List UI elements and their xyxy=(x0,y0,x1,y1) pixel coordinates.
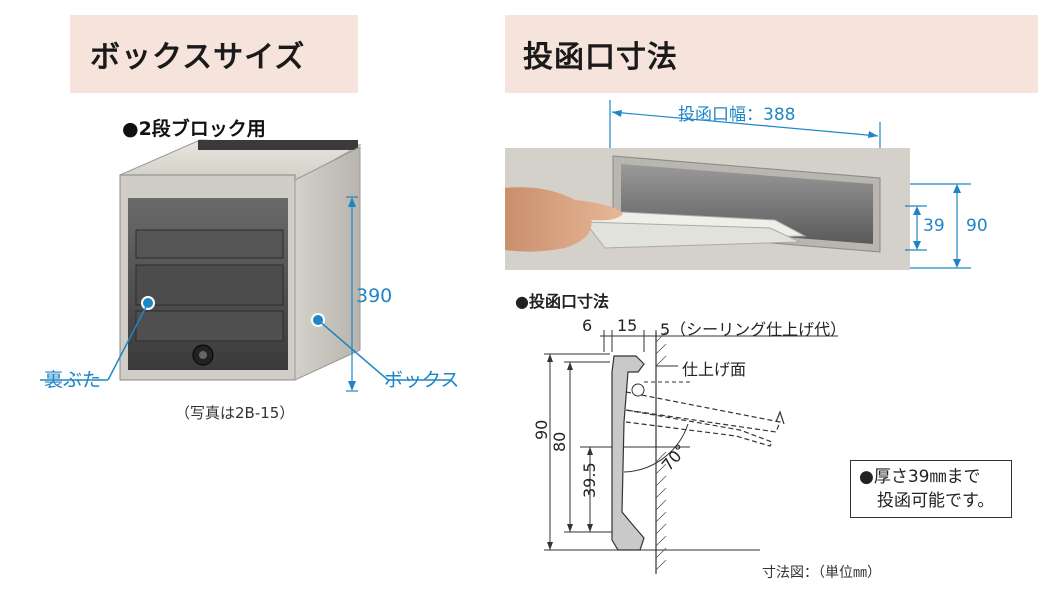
box-label: ボックス xyxy=(384,369,460,391)
slot-size-header: 投函口寸法 xyxy=(505,15,1038,93)
unit-note: 寸法図：（単位㎜） xyxy=(762,565,881,581)
box-size-title: ボックスサイズ xyxy=(90,40,306,75)
box-caption: ●2段ブロック用 xyxy=(122,118,266,140)
box-height-label: 390 xyxy=(356,285,393,307)
note-line-2: 投函可能です。 xyxy=(877,491,995,511)
note-line-1: ●厚さ39㎜まで xyxy=(859,467,981,487)
slot-size-title: 投函口寸法 xyxy=(523,40,678,75)
slot-section-diagram xyxy=(544,330,838,574)
box-size-header: ボックスサイズ xyxy=(70,15,358,93)
slot-height-dimension xyxy=(905,183,971,269)
dim-80: 80 xyxy=(550,431,569,452)
slot-outer-height: 90 xyxy=(966,216,988,236)
thickness-note: ●厚さ39㎜まで 投函可能です。 xyxy=(850,460,1012,518)
photo-note: （写真は2B-15） xyxy=(175,404,295,422)
dim-90: 90 xyxy=(532,419,551,440)
dim-5: 5（シーリング仕上げ代） xyxy=(660,320,847,339)
back-lid-label: 裏ぶた xyxy=(44,369,102,391)
slot-photo xyxy=(505,148,910,270)
diagram-caption: ●投函口寸法 xyxy=(515,292,609,311)
finish-surface-label: 仕上げ面 xyxy=(682,360,747,379)
dim-15: 15 xyxy=(617,316,638,335)
dim-6: 6 xyxy=(582,316,593,335)
mailbox-illustration xyxy=(40,139,452,392)
dim-39-5: 39.5 xyxy=(580,462,599,498)
slot-width-label: 投函口幅：388 xyxy=(678,105,796,125)
slot-inner-height: 39 xyxy=(923,216,945,236)
